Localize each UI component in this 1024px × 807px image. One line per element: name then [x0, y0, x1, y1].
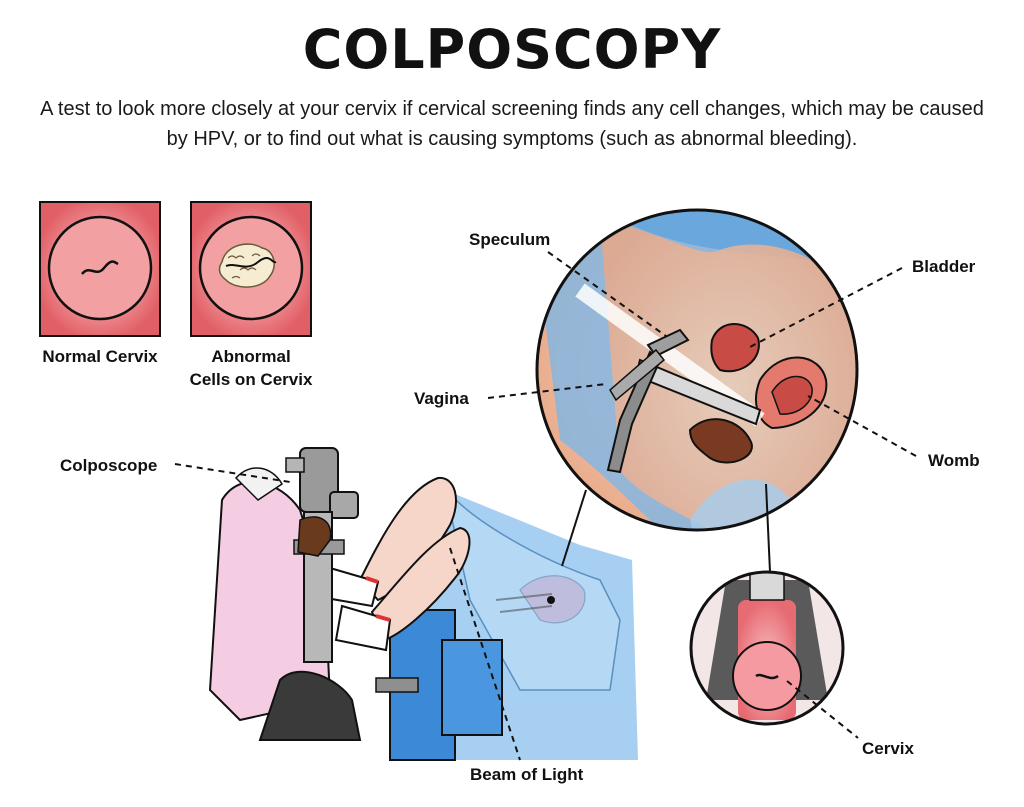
bladder-label: Bladder: [912, 257, 976, 276]
cervix-label: Cervix: [862, 739, 915, 758]
magnified-anatomy-circle: [535, 208, 859, 532]
abnormal-cervix-panel: [190, 201, 312, 337]
colposcope-label: Colposcope: [60, 456, 157, 475]
womb-label: Womb: [928, 451, 980, 470]
abnormal-cervix-label-line2: Cells on Cervix: [190, 370, 313, 389]
normal-cervix-label: Normal Cervix: [42, 347, 158, 366]
speculum-label: Speculum: [469, 230, 550, 249]
vagina-label: Vagina: [414, 389, 469, 408]
cervix-closeup-circle: [689, 570, 845, 726]
page-subtitle: A test to look more closely at your cerv…: [40, 98, 984, 150]
normal-cervix-panel: [39, 201, 161, 337]
leader-lines: [174, 251, 917, 761]
abnormal-cervix-label-line1: Abnormal: [211, 347, 290, 366]
beam-of-light-label: Beam of Light: [470, 765, 584, 784]
page-title: COLPOSCOPY: [302, 18, 722, 81]
exam-scene: [208, 447, 638, 761]
